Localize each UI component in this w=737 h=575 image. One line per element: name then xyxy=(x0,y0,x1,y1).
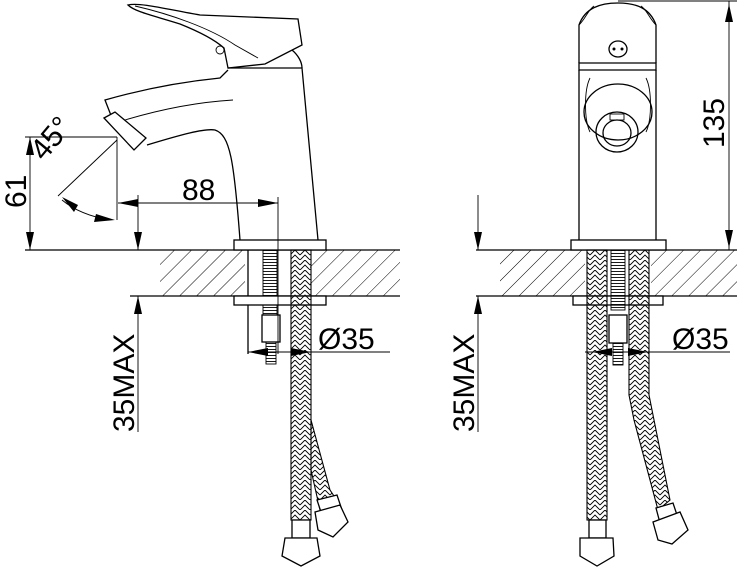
label-spout-reach: 88 xyxy=(182,174,215,207)
faucet-body-front xyxy=(570,2,689,567)
side-view: 61 45° 88 Ø35 35MAX xyxy=(0,3,400,567)
label-max-thickness-front: 35MAX xyxy=(448,334,481,432)
faucet-body-side xyxy=(102,3,349,567)
label-base-diameter-side: Ø35 xyxy=(318,323,375,356)
label-max-thickness-side: 35MAX xyxy=(108,334,141,432)
label-spout-angle: 45° xyxy=(24,111,78,167)
dimension-lines-side xyxy=(25,136,390,432)
label-total-height: 135 xyxy=(698,98,731,148)
front-view: 135 Ø35 35MAX xyxy=(448,0,737,567)
countertop-side xyxy=(25,249,400,297)
label-spout-height: 61 xyxy=(0,175,33,208)
label-base-diameter-front: Ø35 xyxy=(672,323,729,356)
dimension-lines-front xyxy=(474,0,737,432)
countertop-front xyxy=(476,249,737,297)
